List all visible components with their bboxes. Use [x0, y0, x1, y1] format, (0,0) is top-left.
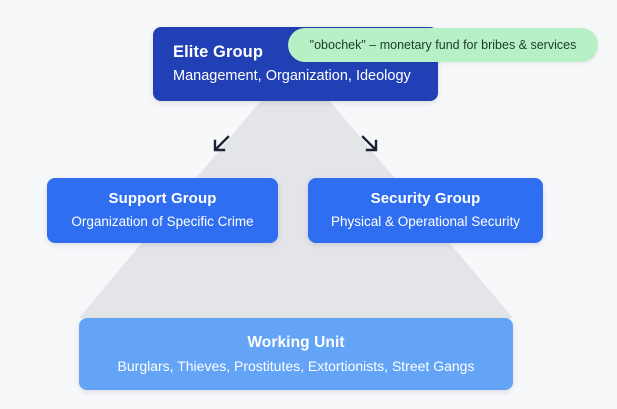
obochek-tooltip-text: "obochek" – monetary fund for bribes & s…: [309, 38, 577, 52]
support-group-subtitle: Organization of Specific Crime: [71, 214, 254, 230]
support-group-title: Support Group: [108, 190, 217, 208]
working-unit-title: Working Unit: [247, 334, 345, 352]
tier-card-working-unit[interactable]: Working Unit Burglars, Thieves, Prostitu…: [79, 318, 513, 390]
tier-card-security-group[interactable]: Security Group Physical & Operational Se…: [308, 178, 543, 243]
obochek-tooltip-badge[interactable]: "obochek" – monetary fund for bribes & s…: [288, 28, 598, 62]
tier-card-support-group[interactable]: Support Group Organization of Specific C…: [47, 178, 278, 243]
elite-group-title: Elite Group: [173, 43, 264, 62]
working-unit-subtitle: Burglars, Thieves, Prostitutes, Extortio…: [117, 357, 475, 374]
elite-group-subtitle: Management, Organization, Ideology: [173, 67, 411, 84]
security-group-subtitle: Physical & Operational Security: [330, 214, 521, 230]
arrow-down-left-icon: [209, 132, 233, 156]
security-group-title: Security Group: [370, 190, 481, 208]
arrow-down-right-icon: [358, 132, 382, 156]
